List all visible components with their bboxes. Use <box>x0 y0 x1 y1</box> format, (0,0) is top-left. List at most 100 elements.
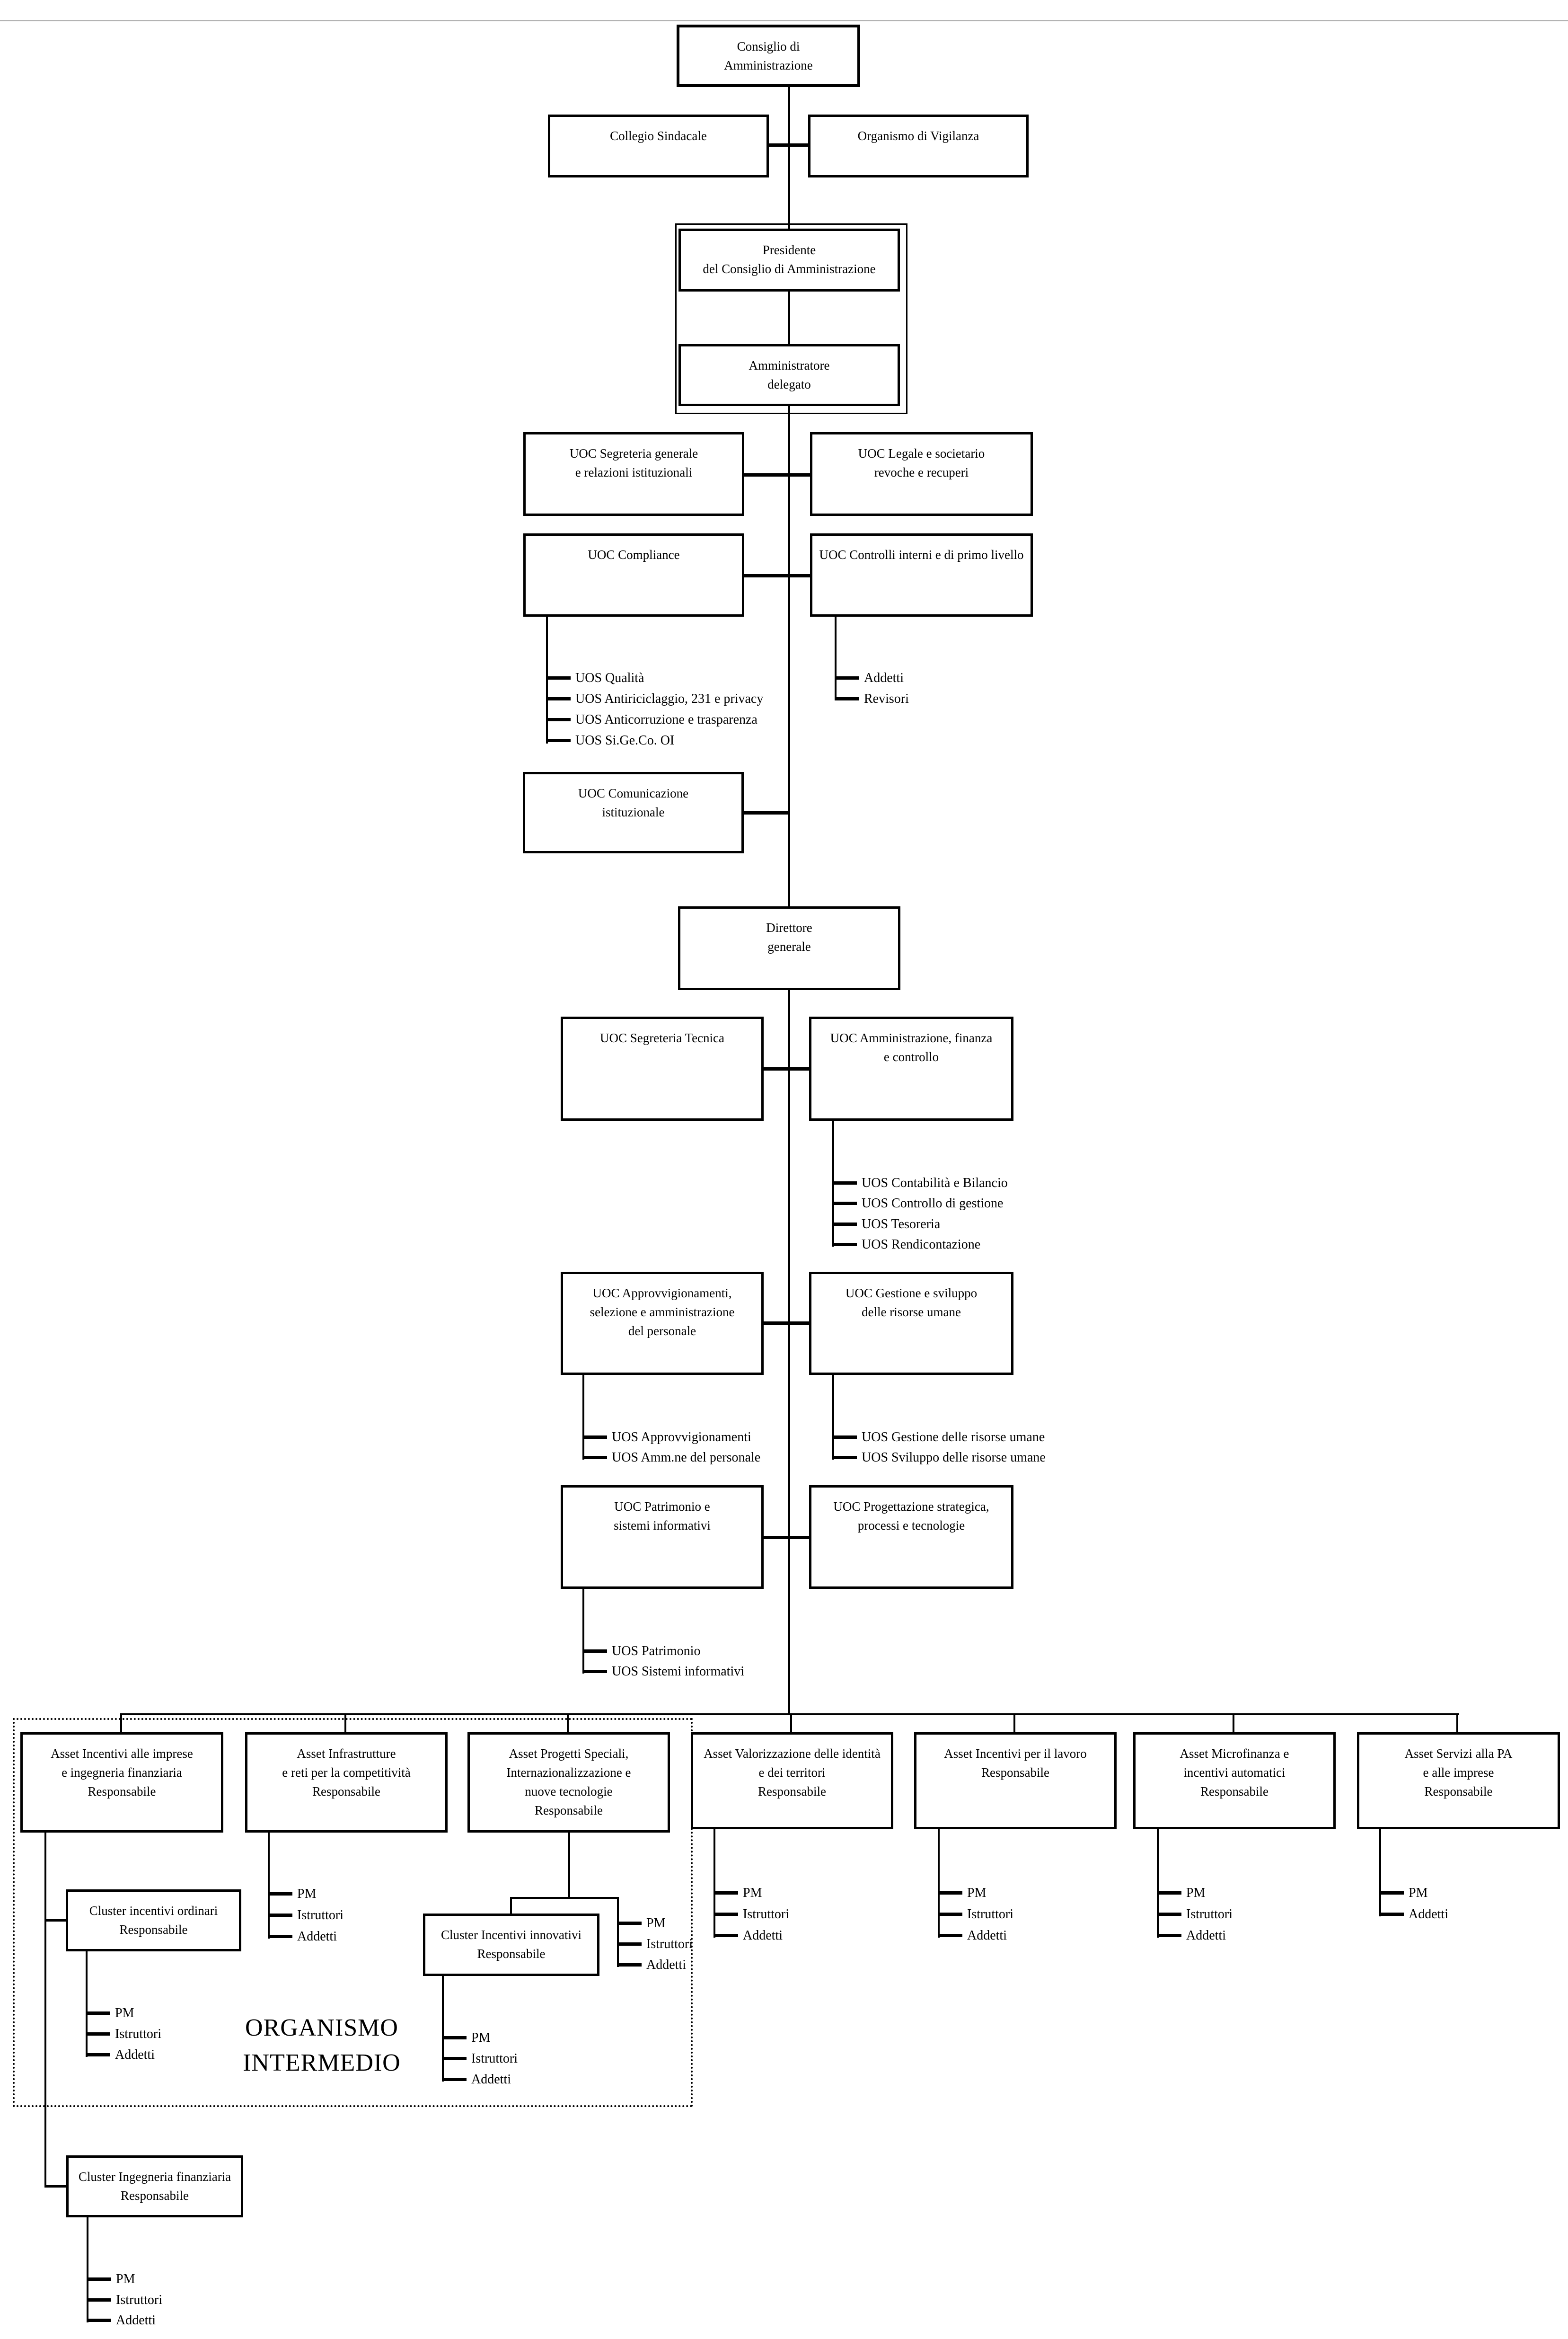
node-uoc-comunicazione-label: UOC Comunicazione istituzionale <box>578 786 689 819</box>
node-uoc-segreteria-generale-label: UOC Segreteria generale e relazioni isti… <box>569 446 698 479</box>
list-uos-patrimonio-tick-0 <box>582 1649 607 1653</box>
line-conn-compliance-controlli <box>744 574 810 577</box>
node-uoc-approvvigionamenti-label: UOC Approvvigionamenti, selezione e ammi… <box>590 1286 735 1338</box>
list-staff-controlli-stub <box>835 617 837 700</box>
node-uoc-amministrazione-finanza-label: UOC Amministrazione, finanza e controllo <box>830 1031 993 1064</box>
line-conn-patrimonio-progettazione <box>764 1536 809 1539</box>
line-top-rule <box>0 20 1568 21</box>
line-trunk-consiglio-presidenza <box>788 87 790 229</box>
node-asset-incentivi-imprese-label: Asset Incentivi alle imprese e ingegneri… <box>51 1746 193 1799</box>
list-staff-infrastrutture-item-1: Istruttori <box>297 1908 344 1923</box>
list-staff-progetti-speciali-item-0: PM <box>646 1916 666 1931</box>
node-consiglio-amministrazione-label: Consiglio di Amministrazione <box>724 39 813 72</box>
list-staff-valorizzazione-item-1: Istruttori <box>743 1907 789 1922</box>
list-uos-gestione-sviluppo-stub <box>832 1375 834 1460</box>
node-amministratore-delegato: Amministratore delegato <box>678 344 900 406</box>
list-staff-valorizzazione-tick-0 <box>714 1891 738 1895</box>
list-staff-progetti-speciali-item-1: Istruttori <box>646 1937 693 1951</box>
node-uoc-gestione-sviluppo: UOC Gestione e sviluppo delle risorse um… <box>809 1272 1013 1375</box>
list-uos-compliance-item-3: UOS Si.Ge.Co. OI <box>575 733 675 748</box>
list-staff-controlli-item-1: Revisori <box>864 691 909 706</box>
line-asset3-split-bar <box>510 1897 619 1899</box>
list-uos-approvvigionamenti-tick-1 <box>582 1456 607 1459</box>
list-staff-microfinanza-tick-2 <box>1157 1934 1181 1937</box>
list-staff-cluster-innovativi-tick-1 <box>442 2057 467 2060</box>
list-staff-cluster-ordinari-tick-1 <box>86 2032 110 2036</box>
node-uoc-progettazione-strategica-label: UOC Progettazione strategica, processi e… <box>833 1499 989 1533</box>
node-direttore-generale: Direttore generale <box>678 906 900 990</box>
list-staff-cluster-ordinari-tick-2 <box>86 2053 110 2056</box>
list-staff-incentivi-lavoro-item-1: Istruttori <box>967 1907 1013 1922</box>
node-asset-servizi-pa: Asset Servizi alla PA e alle imprese Res… <box>1357 1732 1560 1829</box>
list-staff-incentivi-lavoro-stub <box>938 1829 940 1938</box>
list-staff-valorizzazione-tick-2 <box>714 1934 738 1937</box>
list-staff-servizi-pa-tick-1 <box>1379 1913 1404 1916</box>
node-presidente: Presidente del Consiglio di Amministrazi… <box>678 229 900 292</box>
list-uos-gestione-sviluppo-tick-0 <box>832 1435 857 1439</box>
list-staff-cluster-ingegneria-tick-2 <box>87 2319 111 2322</box>
node-consiglio-amministrazione: Consiglio di Amministrazione <box>677 25 860 87</box>
node-cluster-incentivi-innovativi-label: Cluster Incentivi innovativi Responsabil… <box>441 1928 581 1961</box>
organismo-intermedio-label: ORGANISMO INTERMEDIO <box>243 2014 401 2076</box>
node-asset-incentivi-lavoro-label: Asset Incentivi per il lavoro Responsabi… <box>944 1746 1087 1780</box>
list-uos-compliance-item-2: UOS Anticorruzione e trasparenza <box>575 712 758 727</box>
list-staff-cluster-ordinari-item-1: Istruttori <box>115 2027 161 2041</box>
list-staff-valorizzazione-stub <box>714 1829 715 1938</box>
line-conn-tecnica-amministrazione <box>764 1067 809 1071</box>
list-staff-cluster-ordinari-item-2: Addetti <box>115 2047 155 2062</box>
node-uoc-amministrazione-finanza: UOC Amministrazione, finanza e controllo <box>809 1017 1013 1121</box>
line-stub-cluster-ordinari <box>46 1919 68 1922</box>
node-cluster-incentivi-ordinari-label: Cluster incentivi ordinari Responsabile <box>89 1904 218 1937</box>
list-staff-microfinanza-item-1: Istruttori <box>1186 1907 1233 1922</box>
list-uos-amministrazione-finanza-item-0: UOS Contabilità e Bilancio <box>862 1176 1008 1190</box>
node-asset-incentivi-lavoro: Asset Incentivi per il lavoro Responsabi… <box>914 1732 1117 1829</box>
node-uoc-controlli-interni: UOC Controlli interni e di primo livello <box>810 533 1033 617</box>
node-cluster-incentivi-ordinari: Cluster incentivi ordinari Responsabile <box>66 1889 241 1951</box>
list-uos-compliance-stub <box>546 617 548 744</box>
list-staff-valorizzazione-tick-1 <box>714 1913 738 1916</box>
node-uoc-progettazione-strategica: UOC Progettazione strategica, processi e… <box>809 1485 1013 1589</box>
list-uos-amministrazione-finanza-tick-0 <box>832 1181 857 1185</box>
list-uos-amministrazione-finanza-tick-3 <box>832 1243 857 1246</box>
list-uos-compliance-item-1: UOS Antiriciclaggio, 231 e privacy <box>575 691 764 706</box>
node-asset-incentivi-imprese: Asset Incentivi alle imprese e ingegneri… <box>20 1732 223 1833</box>
list-uos-patrimonio-stub <box>582 1589 584 1674</box>
list-staff-cluster-innovativi-stub <box>442 1976 444 2082</box>
line-drop-asset-progetti <box>567 1713 569 1732</box>
node-presidente-label: Presidente del Consiglio di Amministrazi… <box>703 243 876 276</box>
line-drop-asset-servizi-pa <box>1456 1713 1458 1732</box>
organismo-intermedio-region <box>13 1718 693 2107</box>
list-uos-patrimonio-tick-1 <box>582 1670 607 1673</box>
node-uoc-legale-label: UOC Legale e societario revoche e recupe… <box>858 446 985 479</box>
node-asset-infrastrutture-label: Asset Infrastrutture e reti per la compe… <box>282 1746 411 1799</box>
list-staff-cluster-ingegneria-stub <box>87 2217 88 2322</box>
list-staff-cluster-innovativi-tick-0 <box>442 2036 467 2039</box>
node-asset-microfinanza: Asset Microfinanza e incentivi automatic… <box>1133 1732 1336 1829</box>
list-staff-valorizzazione-item-0: PM <box>743 1886 762 1900</box>
list-staff-servizi-pa-item-1: Addetti <box>1409 1907 1448 1922</box>
list-staff-progetti-speciali-tick-2 <box>617 1963 642 1967</box>
line-conn-segreteria-legale <box>744 473 810 477</box>
line-trunk-direttore-assets <box>788 990 790 1714</box>
line-conn-presidente-amministratore <box>788 292 790 344</box>
list-staff-progetti-speciali-tick-1 <box>617 1942 642 1946</box>
list-staff-servizi-pa-tick-0 <box>1379 1891 1404 1895</box>
node-asset-progetti-speciali: Asset Progetti Speciali, Internazionaliz… <box>467 1732 670 1833</box>
node-asset-servizi-pa-label: Asset Servizi alla PA e alle imprese Res… <box>1404 1746 1513 1799</box>
line-asset3-cluster-rail <box>568 1833 570 1898</box>
list-uos-amministrazione-finanza-item-1: UOS Controllo di gestione <box>862 1196 1004 1211</box>
list-uos-compliance-tick-2 <box>546 718 571 721</box>
node-presidenza-group <box>675 223 907 414</box>
node-amministratore-delegato-label: Amministratore delegato <box>749 358 830 391</box>
list-uos-compliance-tick-0 <box>546 676 571 680</box>
node-cluster-ingegneria-finanziaria: Cluster Ingegneria finanziaria Responsab… <box>66 2155 243 2217</box>
list-uos-approvvigionamenti-item-0: UOS Approvvigionamenti <box>612 1430 751 1444</box>
list-staff-servizi-pa-item-0: PM <box>1409 1886 1428 1900</box>
list-staff-incentivi-lavoro-item-2: Addetti <box>967 1928 1007 1943</box>
node-asset-microfinanza-label: Asset Microfinanza e incentivi automatic… <box>1180 1746 1289 1799</box>
list-uos-patrimonio-item-0: UOS Patrimonio <box>612 1644 701 1658</box>
node-cluster-incentivi-innovativi: Cluster Incentivi innovativi Responsabil… <box>423 1914 599 1976</box>
list-uos-amministrazione-finanza-item-2: UOS Tesoreria <box>862 1217 941 1232</box>
node-uoc-legale: UOC Legale e societario revoche e recupe… <box>810 432 1033 516</box>
list-staff-cluster-innovativi-item-2: Addetti <box>471 2072 511 2087</box>
